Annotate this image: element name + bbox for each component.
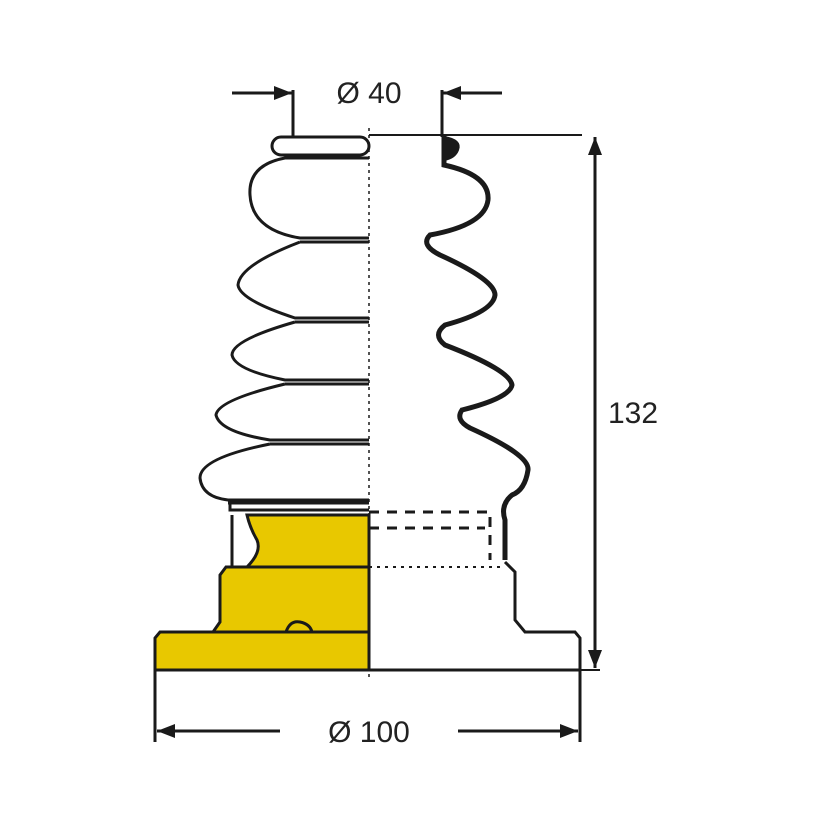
height-label: 132 [608, 397, 658, 430]
bottom-diameter-label: Ø 100 [328, 716, 410, 749]
top-diameter-label: Ø 40 [336, 77, 401, 110]
top-diameter-dimension [232, 86, 502, 137]
height-dimension [580, 137, 602, 671]
bottom-diameter-dimension [153, 670, 582, 742]
boot-left-profile [198, 135, 371, 567]
yellow-fitting [153, 513, 371, 672]
boot-right-section [155, 134, 582, 672]
